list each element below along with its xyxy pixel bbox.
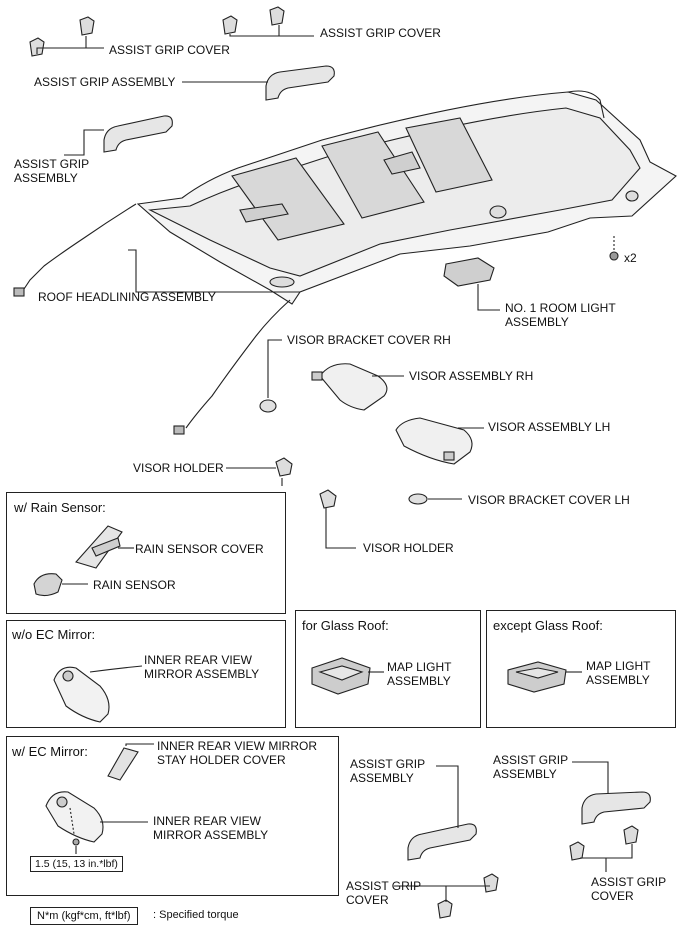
rain-sensor-cover-part [75,525,123,569]
label-no1-room-light-assembly: NO. 1 ROOM LIGHT ASSEMBLY [505,301,616,329]
wo-ec-mirror-box-title: w/o EC Mirror: [12,627,96,642]
visor-bracket-cover-rh-part [259,399,277,413]
label-assist-grip-cover-2: ASSIST GRIP COVER [320,26,441,40]
label-rain-sensor-cover: RAIN SENSOR COVER [135,542,264,556]
assist-grip-assembly-br-1-part [407,823,477,861]
assist-grip-cover-part-2 [222,6,285,35]
roof-headlining-part [136,91,677,305]
label-assist-grip-cover-1: ASSIST GRIP COVER [109,43,230,57]
legend-unit-box: N*m (kgf*cm, ft*lbf) [30,907,138,925]
label-assist-grip-assembly-br-2: ASSIST GRIP ASSEMBLY [493,753,569,781]
label-map-light-glass-roof: MAP LIGHT ASSEMBLY [387,660,452,688]
visor-assembly-rh-part [311,363,388,411]
rain-sensor-box-title: w/ Rain Sensor: [14,500,106,515]
except-glass-roof-box [486,610,676,728]
w-ec-mirror-box [6,736,339,896]
label-assist-grip-cover-br-1: ASSIST GRIP COVER [346,879,422,907]
map-light-glass-roof-part [311,657,371,695]
no1-room-light-part [443,257,495,287]
torque-spec: 1.5 (15, 13 in.*lbf) [30,856,123,872]
label-assist-grip-assembly-br-1: ASSIST GRIP ASSEMBLY [350,757,426,785]
legend-description: : Specified torque [153,909,239,921]
rain-sensor-box [6,492,286,614]
label-visor-bracket-cover-lh: VISOR BRACKET COVER LH [468,493,630,507]
label-map-light-except-glass-roof: MAP LIGHT ASSEMBLY [586,659,651,687]
label-inner-rear-view-mirror-ec: INNER REAR VIEW MIRROR ASSEMBLY [153,814,269,842]
assist-grip-cover-br-2-part [569,825,639,861]
label-roof-headlining-assembly: ROOF HEADLINING ASSEMBLY [38,290,216,304]
label-inner-rear-view-mirror-wo-ec: INNER REAR VIEW MIRROR ASSEMBLY [144,653,260,681]
visor-holder-center-part [319,489,337,509]
glass-roof-box-title: for Glass Roof: [302,618,389,633]
label-visor-assembly-lh: VISOR ASSEMBLY LH [488,420,611,434]
assist-grip-assembly-left-part [103,115,173,153]
visor-bracket-cover-lh-part [408,493,428,505]
label-visor-holder-center: VISOR HOLDER [363,541,454,555]
label-assist-grip-assembly-top: ASSIST GRIP ASSEMBLY [34,75,176,89]
label-visor-bracket-cover-rh: VISOR BRACKET COVER RH [287,333,451,347]
map-light-except-glass-roof-part [507,661,567,693]
glass-roof-box [295,610,481,728]
w-ec-mirror-box-title: w/ EC Mirror: [12,744,88,759]
assist-grip-assembly-top-part [265,65,335,101]
assist-grip-cover-part-1 [29,16,95,57]
label-fastener-count: x2 [624,251,637,265]
assist-grip-assembly-br-2-part [581,791,651,825]
inner-rear-view-mirror-wo-ec-part [53,666,110,723]
label-assist-grip-cover-br-2: ASSIST GRIP COVER [591,875,667,903]
wo-ec-mirror-box [6,620,286,728]
stay-holder-cover-part [107,747,139,781]
visor-assembly-lh-part [395,417,473,465]
rain-sensor-part [33,573,63,597]
assist-grip-cover-br-1-part [437,873,499,919]
visor-holder-left-part [275,457,293,477]
label-visor-holder-left: VISOR HOLDER [133,461,224,475]
label-stay-holder-cover: INNER REAR VIEW MIRROR STAY HOLDER COVER [157,739,318,767]
label-visor-assembly-rh: VISOR ASSEMBLY RH [409,369,534,383]
label-rain-sensor: RAIN SENSOR [93,578,176,592]
clip-fastener-part [609,236,619,261]
label-assist-grip-assembly-left: ASSIST GRIP ASSEMBLY [14,157,90,185]
except-glass-roof-box-title: except Glass Roof: [493,618,603,633]
